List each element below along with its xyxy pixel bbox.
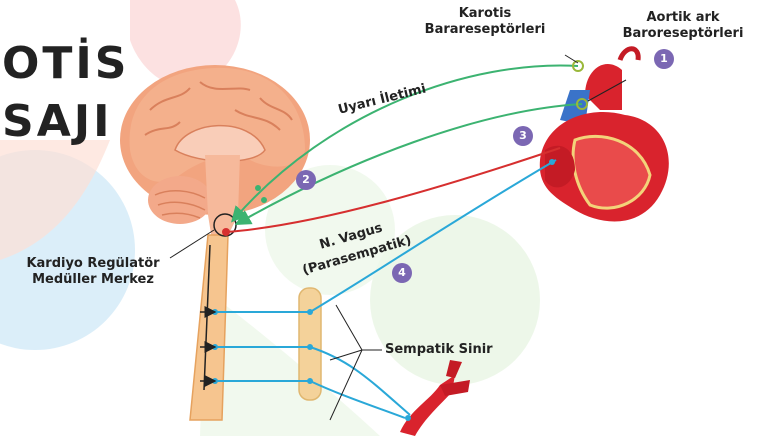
title-line-1: OTİS bbox=[2, 42, 129, 86]
karotis-leader bbox=[565, 55, 578, 63]
aortik-label: Aortik ark Baroreseptörleri bbox=[608, 10, 758, 43]
merkez-label-line1: Kardiyo Regülatör bbox=[8, 256, 178, 272]
merkez-label-line2: Medüller Merkez bbox=[8, 272, 178, 288]
marker-3: 3 bbox=[513, 126, 533, 146]
vagus-origin-dot bbox=[222, 228, 230, 236]
marker-1: 1 bbox=[654, 49, 674, 69]
marker-2: 2 bbox=[296, 170, 316, 190]
heart-illustration bbox=[540, 49, 669, 222]
sempatik-label: Sempatik Sinir bbox=[385, 342, 493, 358]
merkez-label: Kardiyo Regülatör Medüller Merkez bbox=[8, 256, 178, 289]
uyari-iletimi-label: Uyarı İletimi bbox=[336, 80, 427, 117]
karotis-label-line1: Karotis bbox=[420, 6, 550, 22]
afferent-dot-1 bbox=[255, 185, 261, 191]
karotis-label: Karotis Barareseptörleri bbox=[420, 6, 550, 39]
aortik-label-line2: Baroreseptörleri bbox=[608, 26, 758, 42]
aortik-label-line1: Aortik ark bbox=[608, 10, 758, 26]
afferent-dot-2 bbox=[261, 197, 267, 203]
karotis-label-line2: Barareseptörleri bbox=[420, 22, 550, 38]
title-line-2: SAJI bbox=[2, 100, 112, 144]
marker-4: 4 bbox=[392, 263, 412, 283]
